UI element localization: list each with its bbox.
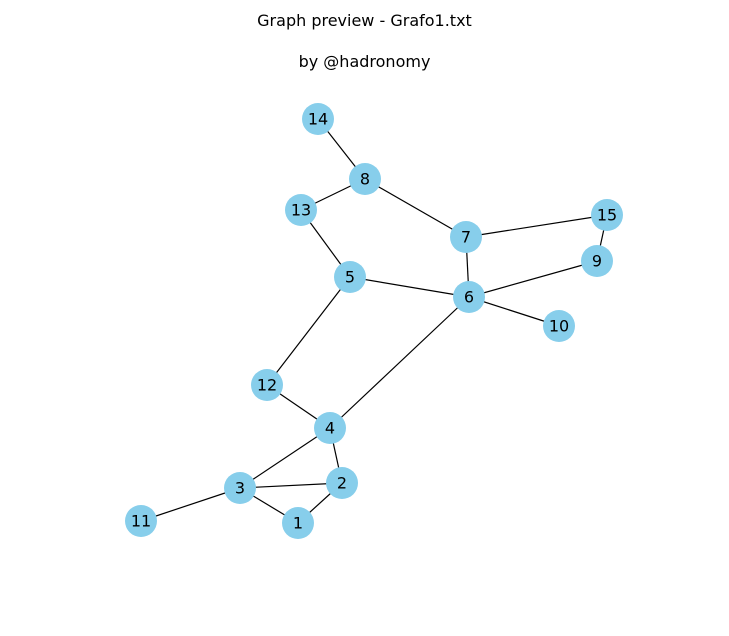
node-circle-9: [581, 245, 613, 277]
node-circle-6: [453, 281, 485, 313]
node-label-15: 15: [597, 206, 617, 225]
edge-4-3: [239, 427, 331, 489]
node-10: 10: [543, 310, 575, 342]
edge-7-15: [465, 214, 608, 238]
node-label-13: 13: [291, 201, 311, 220]
node-14: 14: [302, 103, 334, 135]
edge-5-6: [349, 276, 470, 298]
node-3: 3: [224, 472, 256, 504]
node-circle-2: [326, 467, 358, 499]
node-13: 13: [285, 194, 317, 226]
node-4: 4: [314, 412, 346, 444]
node-1: 1: [282, 507, 314, 539]
node-5: 5: [334, 261, 366, 293]
node-label-14: 14: [308, 110, 328, 129]
node-label-1: 1: [293, 514, 303, 533]
node-circle-5: [334, 261, 366, 293]
edge-6-4: [329, 296, 470, 429]
graph-title: Graph preview - Grafo1.txt: [257, 11, 472, 30]
node-7: 7: [450, 221, 482, 253]
node-circle-12: [251, 369, 283, 401]
edge-5-12: [266, 276, 351, 386]
node-2: 2: [326, 467, 358, 499]
node-circle-4: [314, 412, 346, 444]
node-circle-11: [125, 505, 157, 537]
node-label-4: 4: [325, 419, 335, 438]
node-circle-1: [282, 507, 314, 539]
node-15: 15: [591, 199, 623, 231]
node-circle-8: [349, 163, 381, 195]
node-8: 8: [349, 163, 381, 195]
edge-3-11: [140, 487, 241, 522]
graph-subtitle: by @hadronomy: [298, 52, 431, 71]
node-12: 12: [251, 369, 283, 401]
node-circle-15: [591, 199, 623, 231]
node-circle-14: [302, 103, 334, 135]
node-label-9: 9: [592, 252, 602, 271]
node-11: 11: [125, 505, 157, 537]
node-9: 9: [581, 245, 613, 277]
node-6: 6: [453, 281, 485, 313]
node-label-11: 11: [131, 512, 151, 531]
node-label-2: 2: [337, 474, 347, 493]
node-circle-3: [224, 472, 256, 504]
node-label-8: 8: [360, 170, 370, 189]
edge-3-2: [239, 482, 343, 489]
node-label-6: 6: [464, 288, 474, 307]
edge-9-6: [468, 260, 598, 298]
node-label-3: 3: [235, 479, 245, 498]
node-label-12: 12: [257, 376, 277, 395]
node-label-5: 5: [345, 268, 355, 287]
node-circle-7: [450, 221, 482, 253]
node-circle-13: [285, 194, 317, 226]
node-label-10: 10: [549, 317, 569, 336]
node-label-7: 7: [461, 228, 471, 247]
edge-8-7: [364, 178, 467, 238]
node-circle-10: [543, 310, 575, 342]
